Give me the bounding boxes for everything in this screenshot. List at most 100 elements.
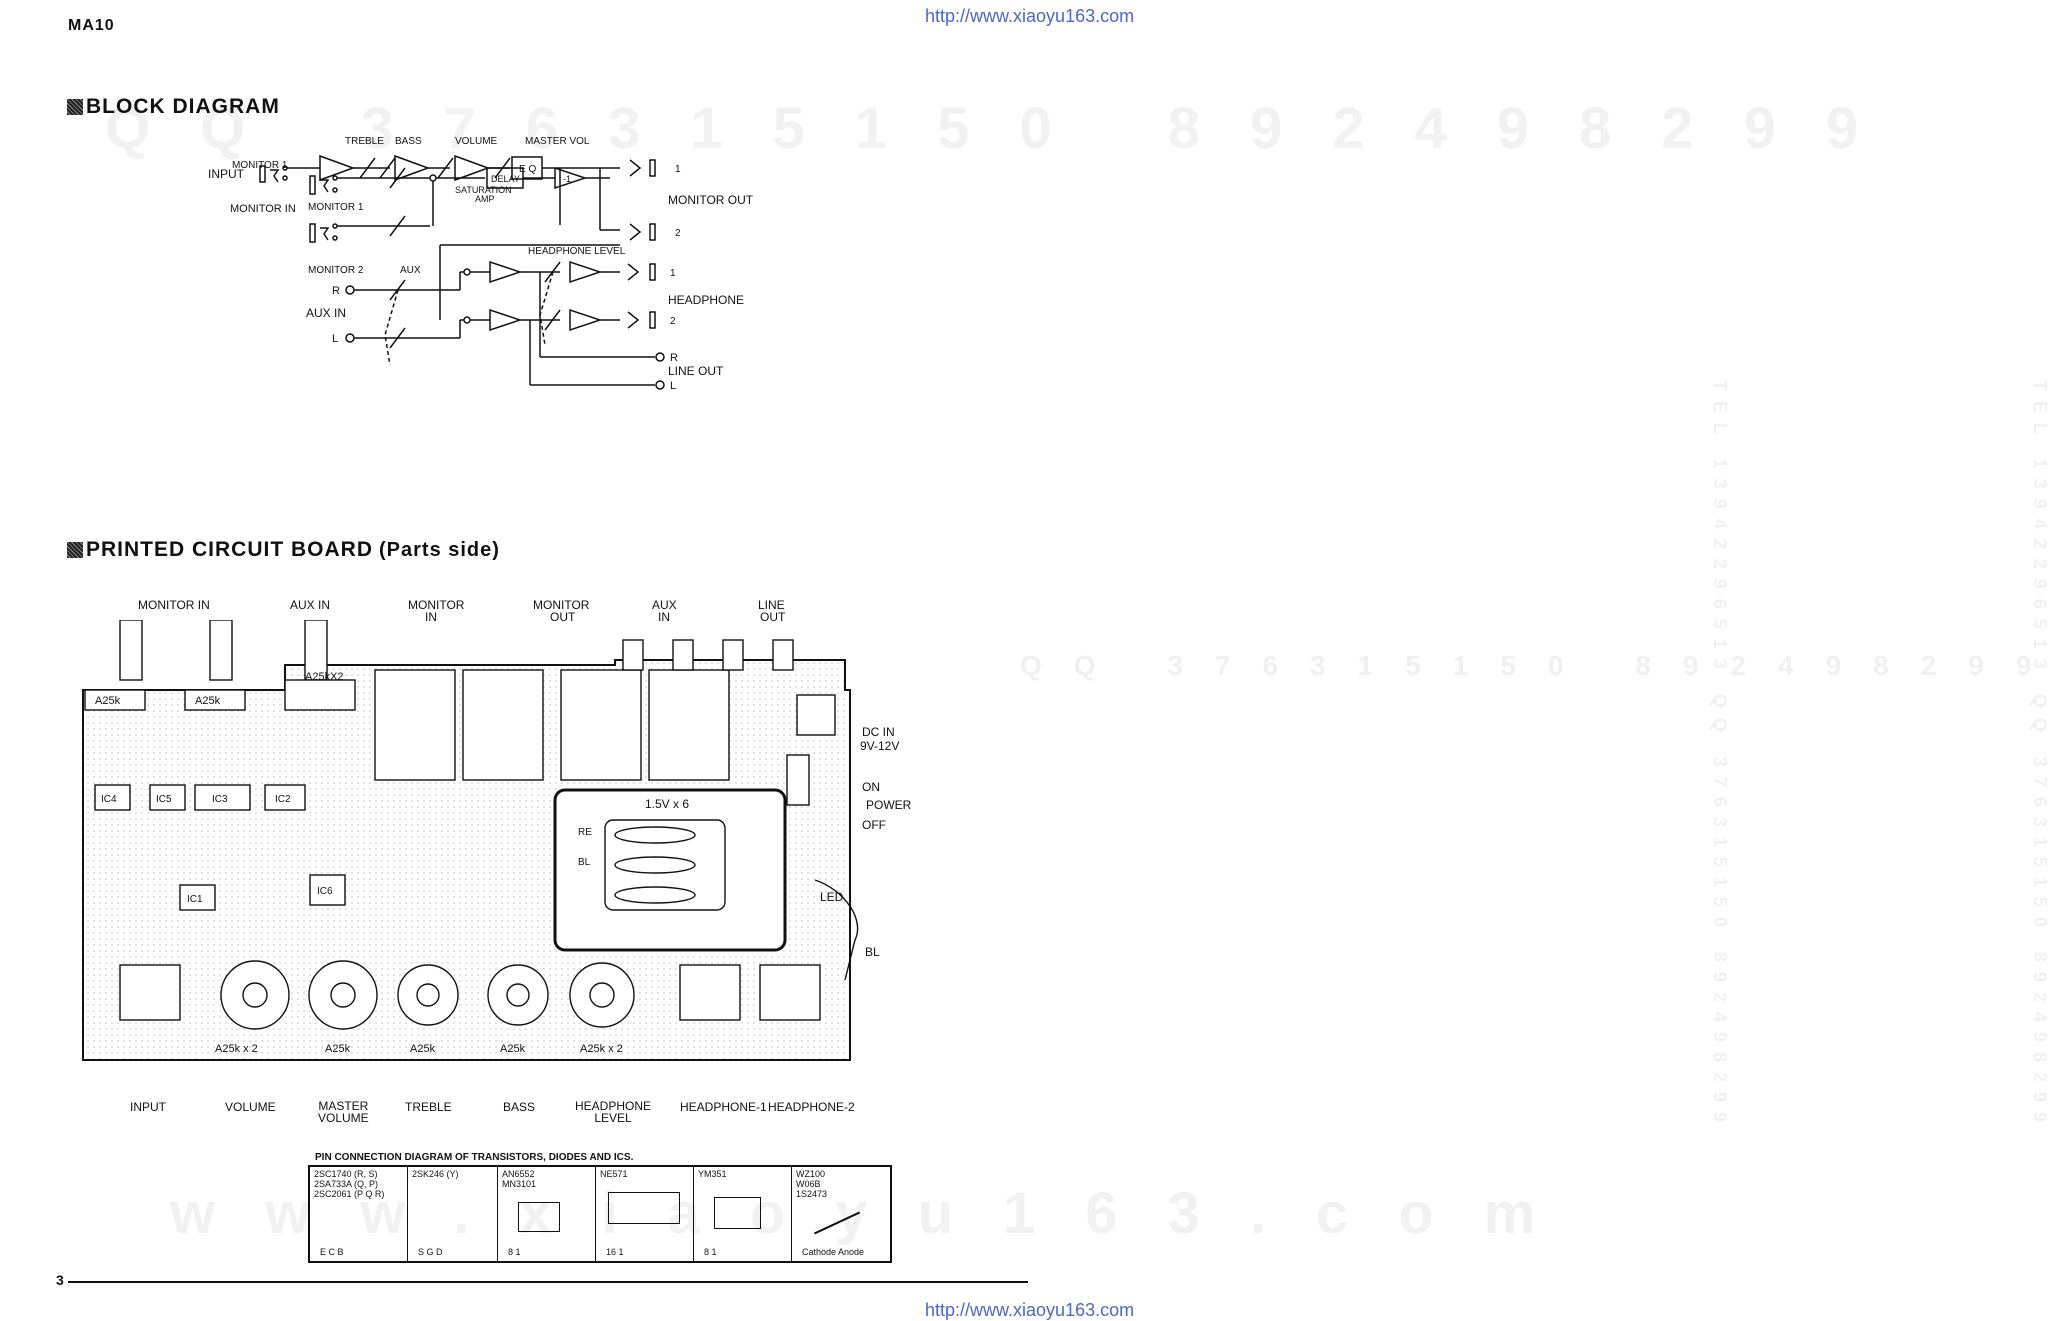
page-number: 3 (56, 1272, 64, 1288)
bass-pot-label: A25k (500, 1043, 526, 1055)
headphone-level-label: HEADPHONE LEVEL (528, 246, 626, 257)
pin-cell-transistor: 2SC1740 (R, S) 2SA733A (Q, P) 2SC2061 (P… (310, 1167, 408, 1261)
ic4-label: IC4 (101, 794, 117, 805)
hp-level-pot-label: A25k x 2 (580, 1043, 623, 1055)
footer-rule (68, 1281, 1028, 1283)
line-out-r-jack-icon (655, 352, 665, 362)
monitor-1-label: MONITOR 1 (232, 160, 288, 171)
monitor-in-jack-2-icon (309, 223, 338, 243)
volume-pot-label: A25k x 2 (215, 1043, 258, 1055)
pin-cell-diode: WZ100 W06B 1S2473 Cathode Anode (792, 1167, 890, 1261)
aux-rca-l-icon (622, 639, 644, 671)
ic4-chip (94, 784, 131, 811)
ic6-label: IC6 (317, 886, 333, 897)
pcb-label-aux-in-b2: IN (658, 610, 670, 624)
line-rca-r-icon (772, 639, 794, 671)
monitor-out-2-number: 2 (675, 228, 681, 239)
dip8-icon-2 (714, 1197, 761, 1229)
monitor-out-jack-box-1 (560, 669, 642, 781)
pin-diagram-title: PIN CONNECTION DIAGRAM OF TRANSISTORS, D… (315, 1152, 634, 1163)
master-vol-label: MASTER VOL (525, 136, 590, 147)
dc-jack-icon (796, 694, 836, 736)
monitor-in-2-jack-icon (209, 620, 233, 681)
top-pot-1 (84, 689, 146, 711)
monitor-1-pot-arrow (389, 167, 406, 189)
diode-icon (813, 1211, 861, 1235)
monitor-2-caption: MONITOR 2 (308, 265, 364, 276)
battery-re-label: RE (578, 827, 592, 838)
bl-label: BL (865, 945, 880, 959)
pin-diagram-table: 2SC1740 (R, S) 2SA733A (Q, P) 2SC2061 (P… (308, 1165, 892, 1263)
pin-cell-transistor-pins: E C B (320, 1247, 344, 1257)
hp-amp-l-triangle (569, 308, 603, 332)
hp-level-pot-l-arrow (544, 309, 561, 331)
bottom-label-volume: VOLUME (225, 1100, 276, 1114)
inverter-label: -1 (563, 174, 571, 184)
hp-amp-r-triangle (569, 260, 603, 284)
aux-label: AUX (400, 265, 421, 276)
source-url-top[interactable]: http://www.xiaoyu163.com (925, 6, 1135, 26)
pin-cell-fet: 2SK246 (Y) S G D (408, 1167, 498, 1261)
watermark-side-left: TEL 13942296513 QQ 376315150 892498299 (1710, 380, 1730, 1132)
heading-marker (67, 99, 83, 115)
heading-marker-2 (67, 542, 83, 558)
pin-cell-an6552-pins: 8 1 (508, 1247, 521, 1257)
pcb-label-aux-in-a: AUX IN (290, 598, 331, 612)
saturation-amp-triangle (454, 154, 491, 182)
battery-label: 1.5V x 6 (645, 797, 689, 811)
pcb-label-monitor-out: MONITOR (533, 598, 590, 612)
bottom-label-headphone-level: HEADPHONE LEVEL (575, 1099, 652, 1125)
ic3-label: IC3 (212, 794, 228, 805)
treble-label: TREBLE (345, 136, 384, 147)
aux-r-label: R (332, 285, 340, 297)
watermark-qq-mid: QQ 376315150 892498299 (1020, 650, 2055, 681)
ic5-label: IC5 (156, 794, 172, 805)
battery-compartment (553, 788, 787, 952)
mix-node-1 (429, 174, 437, 182)
treble-pot-arrow (359, 157, 376, 179)
top-pot-2 (184, 689, 246, 711)
line-out-r-label: R (670, 352, 678, 364)
aux-l-label: L (332, 333, 338, 345)
input-label: INPUT (208, 167, 245, 181)
battery-holder (604, 819, 726, 911)
line-rca-l-icon (722, 639, 744, 671)
headphone-1-jack-box (679, 964, 741, 1021)
led-wire (814, 879, 859, 981)
monitor-out-label: MONITOR OUT (668, 193, 754, 207)
dip16-icon (608, 1192, 680, 1224)
input-jack-box (119, 964, 181, 1021)
monitor-out-jack-2-icon (629, 223, 656, 241)
watermark-side-right: TEL 13942296513 QQ 376315150 892498299 (2030, 380, 2050, 1132)
dc-in-label: DC IN (862, 725, 895, 739)
pcb-subtitle: (Parts side) (379, 538, 500, 561)
master-volume-pot-label: A25k (325, 1043, 351, 1055)
eq-label: E Q (519, 164, 536, 175)
top-pot-1-label: A25k (95, 695, 121, 707)
pin-cell-ym351-parts: YM351 (698, 1169, 727, 1179)
power-switch (786, 754, 810, 806)
bass-pot-arrow (379, 157, 396, 179)
volume-label: VOLUME (455, 136, 498, 147)
monitor-in-1-jack-icon (119, 620, 143, 681)
pin-cell-an6552-parts: AN6552 MN3101 (502, 1169, 537, 1189)
treble-pot (397, 964, 459, 1026)
pcb-label-line-out2: OUT (760, 610, 786, 624)
pcb-title: PRINTED CIRCUIT BOARD (86, 538, 373, 561)
dip8-icon (518, 1202, 560, 1232)
aux-pot-l-arrow (389, 327, 406, 349)
model-label: MA10 (68, 17, 115, 34)
monitor-out-1-number: 1 (675, 164, 681, 175)
source-url-bottom[interactable]: http://www.xiaoyu163.com (925, 1300, 1135, 1320)
battery-bl-label: BL (578, 857, 591, 868)
headphone-2-jack-box (759, 964, 821, 1021)
amp-1-triangle (319, 154, 356, 182)
power-label: POWER (866, 798, 912, 812)
ic3-chip (194, 784, 251, 811)
pin-cell-diode-pins: Cathode Anode (802, 1247, 865, 1257)
top-pot-2-label: A25k (195, 695, 221, 707)
monitor-in-label: MONITOR IN (230, 203, 296, 215)
aux-in-label: AUX IN (306, 306, 346, 320)
top-pot-3 (284, 679, 356, 711)
volume-pot-arrow (437, 157, 454, 179)
